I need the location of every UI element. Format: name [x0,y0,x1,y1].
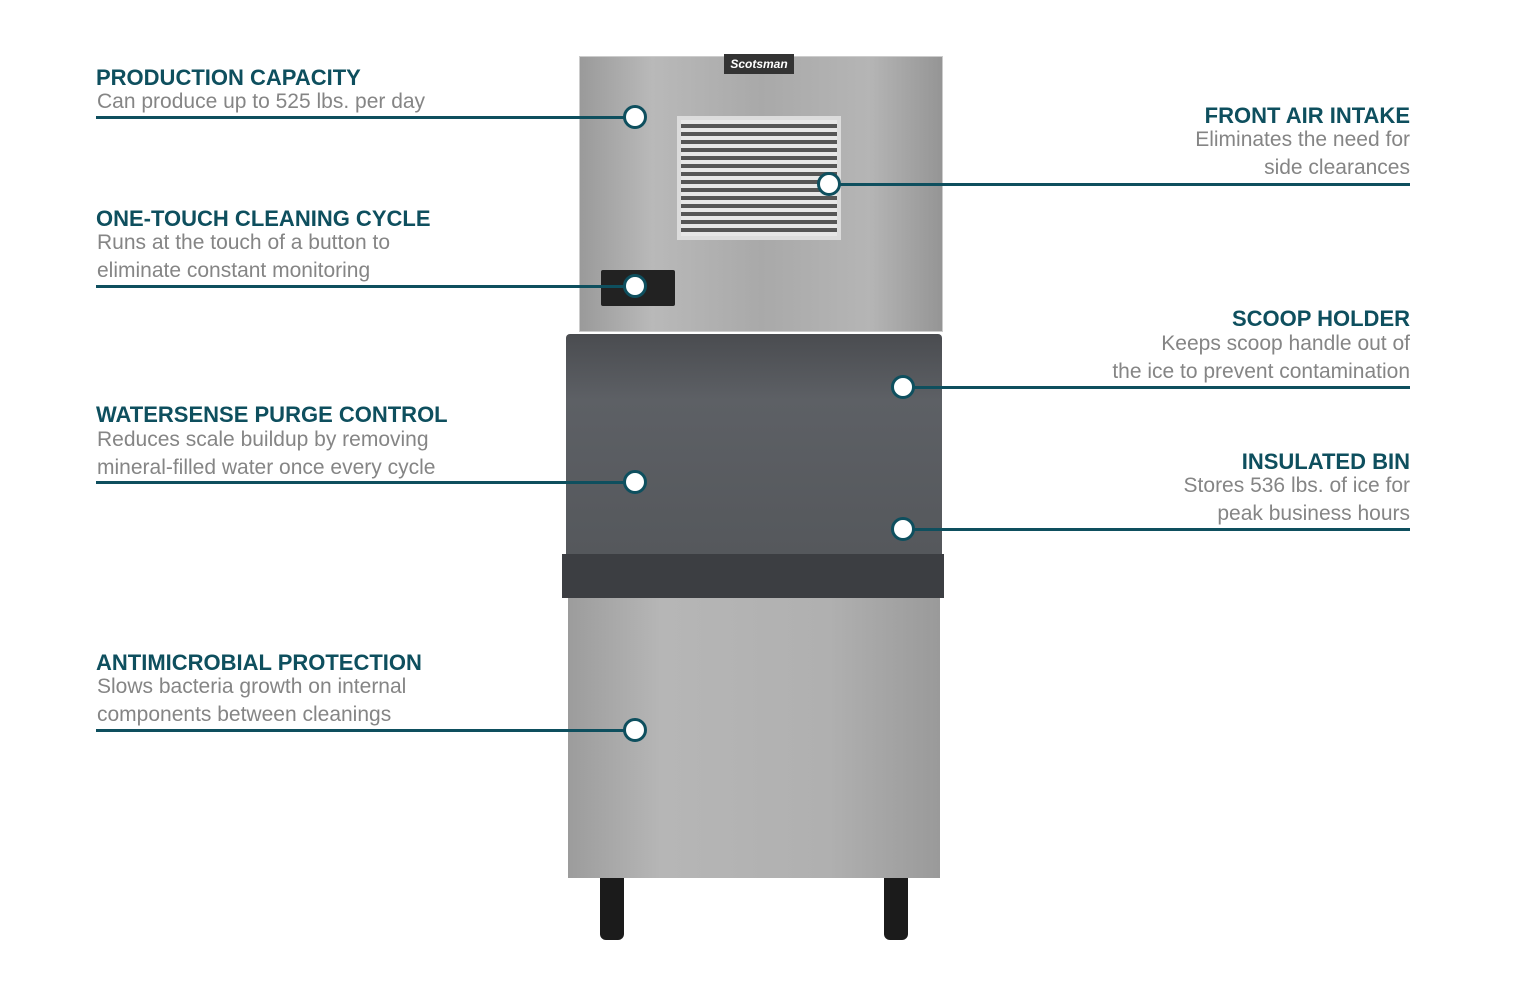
callout-title-cleaning-cycle: ONE-TOUCH CLEANING CYCLE [96,206,431,231]
callout-title-scoop-holder: SCOOP HOLDER [1231,306,1410,331]
ice-bin-body [568,598,940,878]
leader-line [96,285,626,288]
leader-line [96,481,626,484]
callout-desc: Can produce up to 525 lbs. per day [97,90,426,113]
callout-desc: eliminate constant monitoring [97,259,371,282]
callout-title-antimicrobial: ANTIMICROBIAL PROTECTION [96,650,422,675]
callout-desc: side clearances [1264,156,1410,179]
hotspot-watersense[interactable] [623,470,647,494]
leader-line [832,183,1410,186]
hotspot-scoop-holder[interactable] [891,375,915,399]
callout-desc: mineral-filled water once every cycle [97,456,436,479]
leader-line [96,729,626,732]
callout-title-insulated-bin: INSULATED BIN [1241,449,1410,474]
hotspot-cleaning-cycle[interactable] [623,274,647,298]
bin-lid-trim [562,554,944,598]
leader-line [96,116,626,119]
hotspot-front-air-intake[interactable] [817,172,841,196]
callout-title-watersense: WATERSENSE PURGE CONTROL [96,402,448,427]
hotspot-antimicrobial[interactable] [623,718,647,742]
callout-desc: Runs at the touch of a button to [97,231,391,254]
callout-desc: Eliminates the need for [1195,128,1410,151]
hotspot-insulated-bin[interactable] [891,517,915,541]
callout-desc: Slows bacteria growth on internal [97,675,407,698]
leader-line [906,386,1410,389]
callout-title-front-air-intake: FRONT AIR INTAKE [1204,103,1410,128]
leg-right [884,878,908,940]
callout-desc: peak business hours [1217,502,1410,525]
callout-desc: the ice to prevent contamination [1112,360,1410,383]
hotspot-production-capacity[interactable] [623,105,647,129]
callout-desc: Reduces scale buildup by removing [97,428,429,451]
callout-desc: components between cleanings [97,703,392,726]
callout-desc: Keeps scoop handle out of [1161,332,1410,355]
callout-desc: Stores 536 lbs. of ice for [1183,474,1410,497]
callout-title-production-capacity: PRODUCTION CAPACITY [96,65,361,90]
leader-line [906,528,1410,531]
brand-badge: Scotsman [724,54,794,74]
air-intake-grille [677,116,841,240]
leg-left [600,878,624,940]
bin-lid [566,334,942,554]
